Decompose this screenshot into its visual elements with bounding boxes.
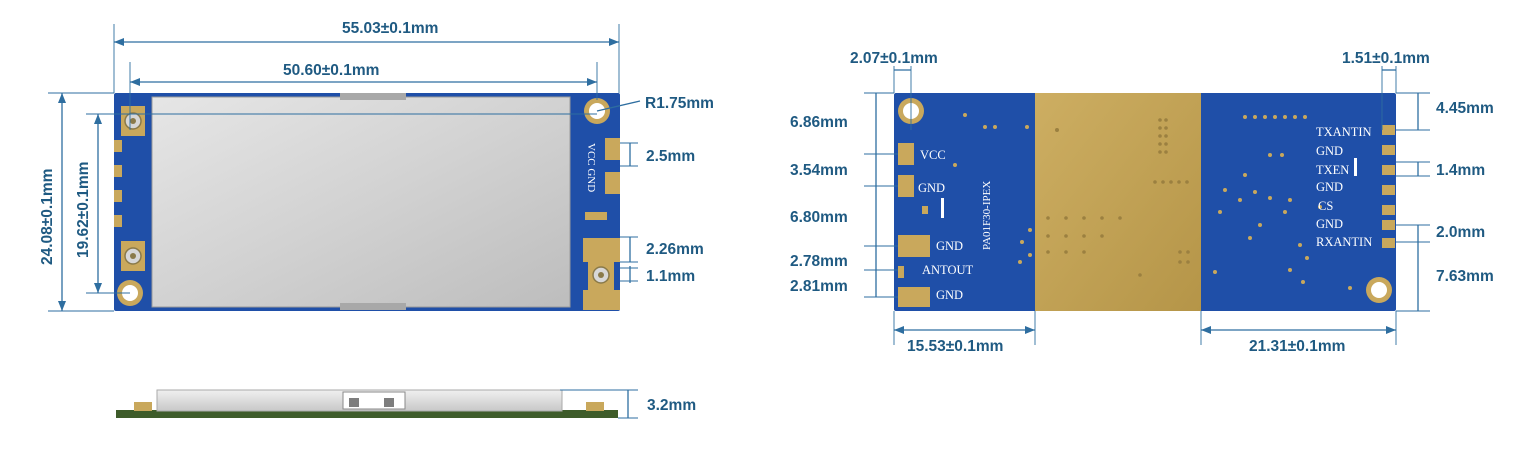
pin-pitch-label: 2.5mm: [646, 148, 695, 165]
top-small-component: [585, 212, 607, 220]
right-pitch-1-label: 1.4mm: [1436, 162, 1485, 179]
side-view: 3.2mm: [116, 389, 696, 419]
bottom-mounting-hole-right: [1366, 277, 1392, 303]
pin-gnd-1-label: GND: [918, 181, 945, 195]
pin-cs-label: CS: [1318, 199, 1333, 213]
overall-width-label: 24.08±0.1mm: [39, 169, 56, 265]
left-margin-top-label: 6.86mm: [790, 114, 848, 131]
left-section-width-label: 15.53±0.1mm: [907, 338, 1003, 355]
left-pitch-4-label: 2.81mm: [790, 278, 848, 295]
hole-radius-label: R1.75mm: [645, 95, 714, 112]
bottom-left-pads: [898, 143, 930, 307]
right-section-width-label: 21.31±0.1mm: [1249, 338, 1345, 355]
pin-txen-label: TXEN: [1316, 163, 1349, 177]
height-label: 3.2mm: [647, 397, 696, 414]
pin-gnd-r1-label: GND: [1316, 144, 1343, 158]
pin-gnd-r2-label: GND: [1316, 180, 1343, 194]
pin-antout-label: ANTOUT: [922, 263, 974, 277]
pad-size-label: 2.26mm: [646, 241, 704, 258]
pin-gnd-r3-label: GND: [1316, 217, 1343, 231]
shield-bottom-tab: [340, 303, 406, 310]
hole-spacing-label: 19.62±0.1mm: [75, 162, 92, 258]
antenna-offset-label: 1.1mm: [646, 268, 695, 285]
right-margin-top-label: 4.45mm: [1436, 100, 1494, 117]
shield-length-label: 50.60±0.1mm: [283, 62, 379, 79]
bottom-shield-vias: [1046, 118, 1190, 277]
top-right-pins: [583, 138, 620, 310]
bottom-vias: [953, 113, 1352, 290]
model-label: PA01F30-IPEX: [981, 181, 993, 250]
top-antenna-connector-2: [121, 241, 145, 271]
pin-rxantin-label: RXANTIN: [1316, 235, 1372, 249]
top-view: VCC GND 55.03±0.1mm 50.60±0.1mm 24.08±0.…: [39, 20, 714, 312]
right-pitch-2-label: 2.0mm: [1436, 224, 1485, 241]
top-silk-label: VCC GND: [585, 143, 597, 192]
overall-length-label: 55.03±0.1mm: [342, 20, 438, 37]
pin-gnd-2-label: GND: [936, 239, 963, 253]
top-antenna-connector-3: [588, 260, 614, 290]
top-antenna-connector-1: [121, 106, 145, 136]
rf-shield-can: [151, 96, 571, 308]
shield-top-tab: [340, 93, 406, 100]
bottom-right-pads: [1382, 125, 1395, 248]
left-pitch-1-label: 3.54mm: [790, 162, 848, 179]
bottom-gold-shield: [1035, 93, 1201, 311]
right-margin-bottom-label: 7.63mm: [1436, 268, 1494, 285]
right-hole-offset-label: 1.51±0.1mm: [1342, 50, 1430, 67]
left-pitch-2-label: 6.80mm: [790, 209, 848, 226]
pin-vcc-label: VCC: [920, 148, 946, 162]
pin-gnd-3-label: GND: [936, 288, 963, 302]
side-pcb: [116, 410, 618, 418]
pin-txantin-label: TXANTIN: [1316, 125, 1372, 139]
bottom-view: VCC GND GND ANTOUT GND PA01F30-IPEX TXAN…: [790, 50, 1494, 355]
left-pitch-3-label: 2.78mm: [790, 253, 848, 270]
top-left-edge-pads: [114, 140, 122, 227]
left-hole-offset-label: 2.07±0.1mm: [850, 50, 938, 67]
